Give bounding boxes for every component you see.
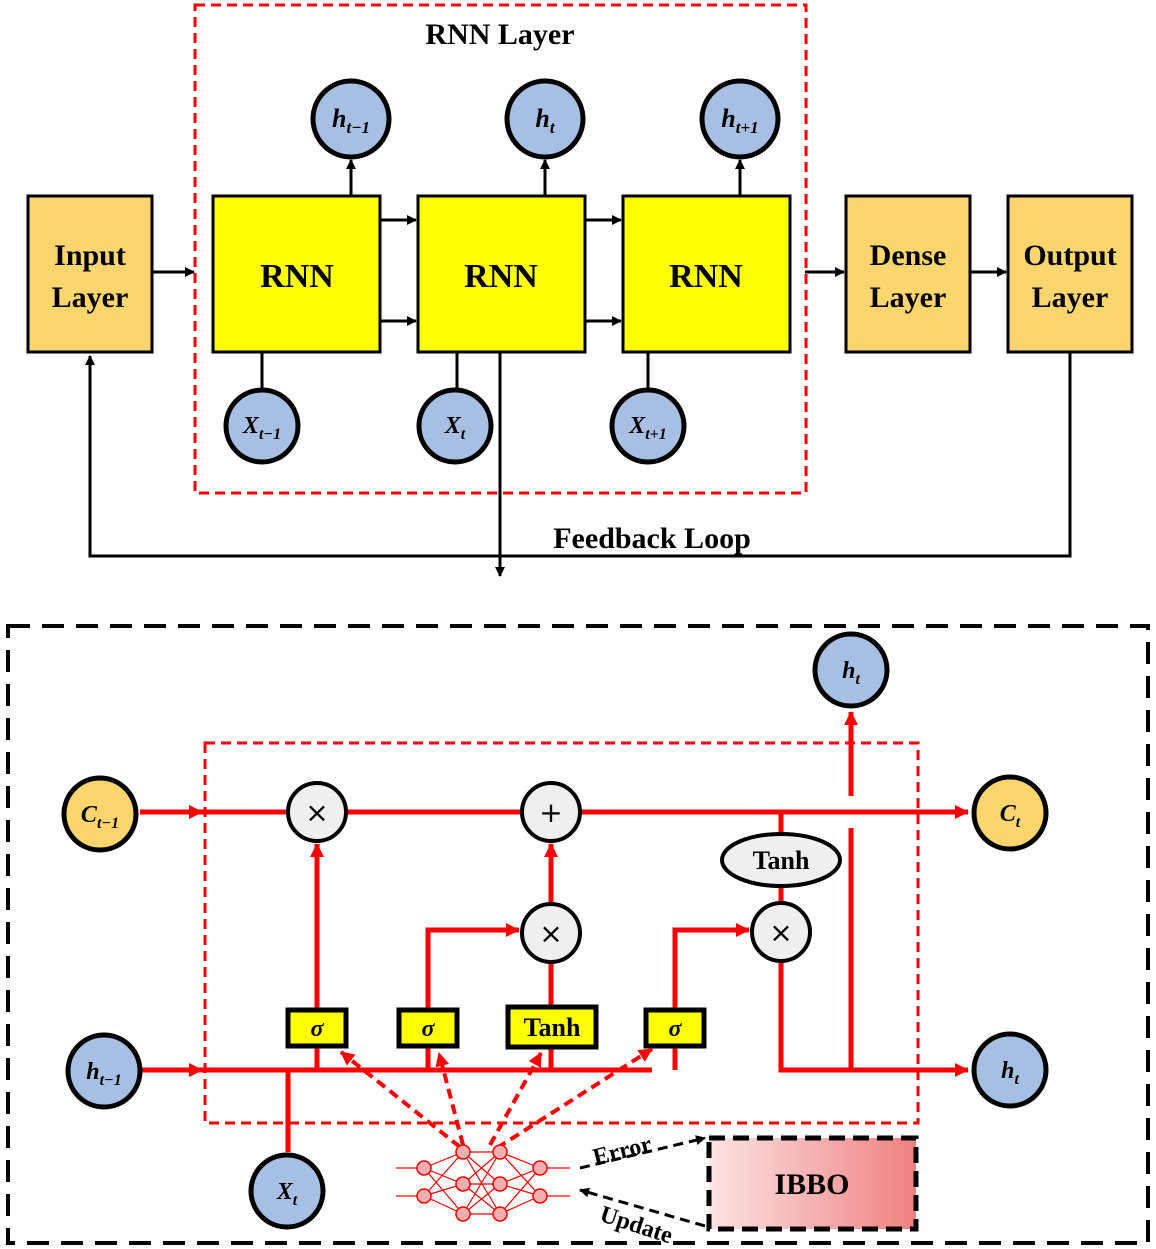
output-layer: Output Layer bbox=[1006, 194, 1134, 354]
input-layer-line1: Input bbox=[54, 239, 126, 272]
input-layer-line2: Layer bbox=[52, 281, 129, 314]
svg-text:Xt: Xt bbox=[276, 1179, 298, 1209]
rnn-layer-frame bbox=[193, 3, 808, 495]
nn-to-gate-arrows bbox=[339, 1047, 654, 1150]
svg-text:Ct−1: Ct−1 bbox=[81, 802, 119, 832]
rnn-cell-2: RNN bbox=[416, 194, 587, 354]
lstm-flow-lines bbox=[140, 711, 969, 1152]
dense-layer: Dense Layer bbox=[844, 194, 972, 354]
rnn-cell-1: RNN bbox=[211, 194, 382, 354]
input-x-3: Xt+1 bbox=[609, 387, 687, 465]
ibbo-optimizer-box: IBBO bbox=[706, 1135, 919, 1232]
error-label: Error bbox=[590, 1131, 654, 1171]
dense-layer-line2: Layer bbox=[870, 281, 947, 314]
svg-text:+: + bbox=[539, 796, 562, 829]
svg-text:Tanh: Tanh bbox=[524, 1013, 581, 1042]
neural-network-icon bbox=[396, 1144, 570, 1222]
c-next-circle: Ct bbox=[971, 774, 1049, 852]
lstm-inner-frame bbox=[203, 741, 920, 1125]
error-update-arrows bbox=[579, 1135, 706, 1228]
svg-text:Xt+1: Xt+1 bbox=[628, 413, 667, 443]
ibbo-label: IBBO bbox=[774, 1168, 849, 1201]
c-prev-circle: Ct−1 bbox=[61, 775, 139, 853]
rnn-cell-1-label: RNN bbox=[260, 258, 334, 295]
svg-text:Xt−1: Xt−1 bbox=[242, 413, 281, 443]
hidden-state-1: ht−1 bbox=[310, 78, 392, 160]
svg-text:ht: ht bbox=[842, 658, 860, 688]
svg-text:σ: σ bbox=[422, 1016, 436, 1042]
svg-text:ht−1: ht−1 bbox=[86, 1059, 122, 1089]
output-layer-line2: Layer bbox=[1032, 281, 1109, 314]
h-out-top-circle: ht bbox=[812, 631, 890, 709]
candidate-tanh-gate: Tanh bbox=[505, 1004, 599, 1050]
cell-add-op: + bbox=[520, 781, 582, 843]
svg-text:×: × bbox=[539, 917, 562, 950]
svg-text:Xt: Xt bbox=[444, 413, 466, 443]
forget-multiply-op: × bbox=[286, 781, 348, 843]
forget-gate-sigma: σ bbox=[285, 1007, 349, 1049]
input-x-2: Xt bbox=[416, 387, 494, 465]
tanh-ellipse: Tanh bbox=[720, 832, 842, 888]
rnn-cell-2-label: RNN bbox=[464, 258, 538, 295]
dense-layer-line1: Dense bbox=[870, 239, 947, 272]
svg-text:ht: ht bbox=[1001, 1058, 1019, 1088]
h-out-right-circle: ht bbox=[971, 1031, 1049, 1109]
input-layer: Input Layer bbox=[26, 194, 154, 354]
svg-text:σ: σ bbox=[311, 1016, 325, 1042]
output-gate-sigma: σ bbox=[643, 1007, 707, 1049]
input-x-1: Xt−1 bbox=[223, 387, 301, 465]
top-flow-arrows bbox=[85, 159, 1072, 577]
feedback-loop-label: Feedback Loop bbox=[553, 522, 751, 555]
output-multiply-op: × bbox=[750, 901, 812, 963]
svg-text:×: × bbox=[769, 916, 792, 949]
svg-text:Ct: Ct bbox=[1000, 801, 1021, 831]
output-layer-line1: Output bbox=[1023, 239, 1116, 272]
input-multiply-op: × bbox=[520, 902, 582, 964]
lstm-outer-frame bbox=[6, 624, 1150, 1245]
svg-text:ht: ht bbox=[535, 104, 555, 137]
rnn-cell-3-label: RNN bbox=[669, 258, 743, 295]
hidden-state-3: ht+1 bbox=[699, 78, 781, 160]
h-prev-circle: ht−1 bbox=[65, 1032, 143, 1110]
x-in-circle: Xt bbox=[248, 1152, 326, 1230]
rnn-layer-title: RNN Layer bbox=[425, 18, 574, 51]
svg-text:σ: σ bbox=[669, 1016, 683, 1042]
svg-text:ht+1: ht+1 bbox=[721, 104, 758, 137]
svg-text:ht−1: ht−1 bbox=[332, 104, 370, 137]
input-gate-sigma: σ bbox=[396, 1007, 460, 1049]
rnn-cell-3: RNN bbox=[621, 194, 792, 354]
svg-text:×: × bbox=[305, 796, 328, 829]
hidden-state-2: ht bbox=[504, 78, 586, 160]
svg-text:Tanh: Tanh bbox=[753, 846, 810, 875]
